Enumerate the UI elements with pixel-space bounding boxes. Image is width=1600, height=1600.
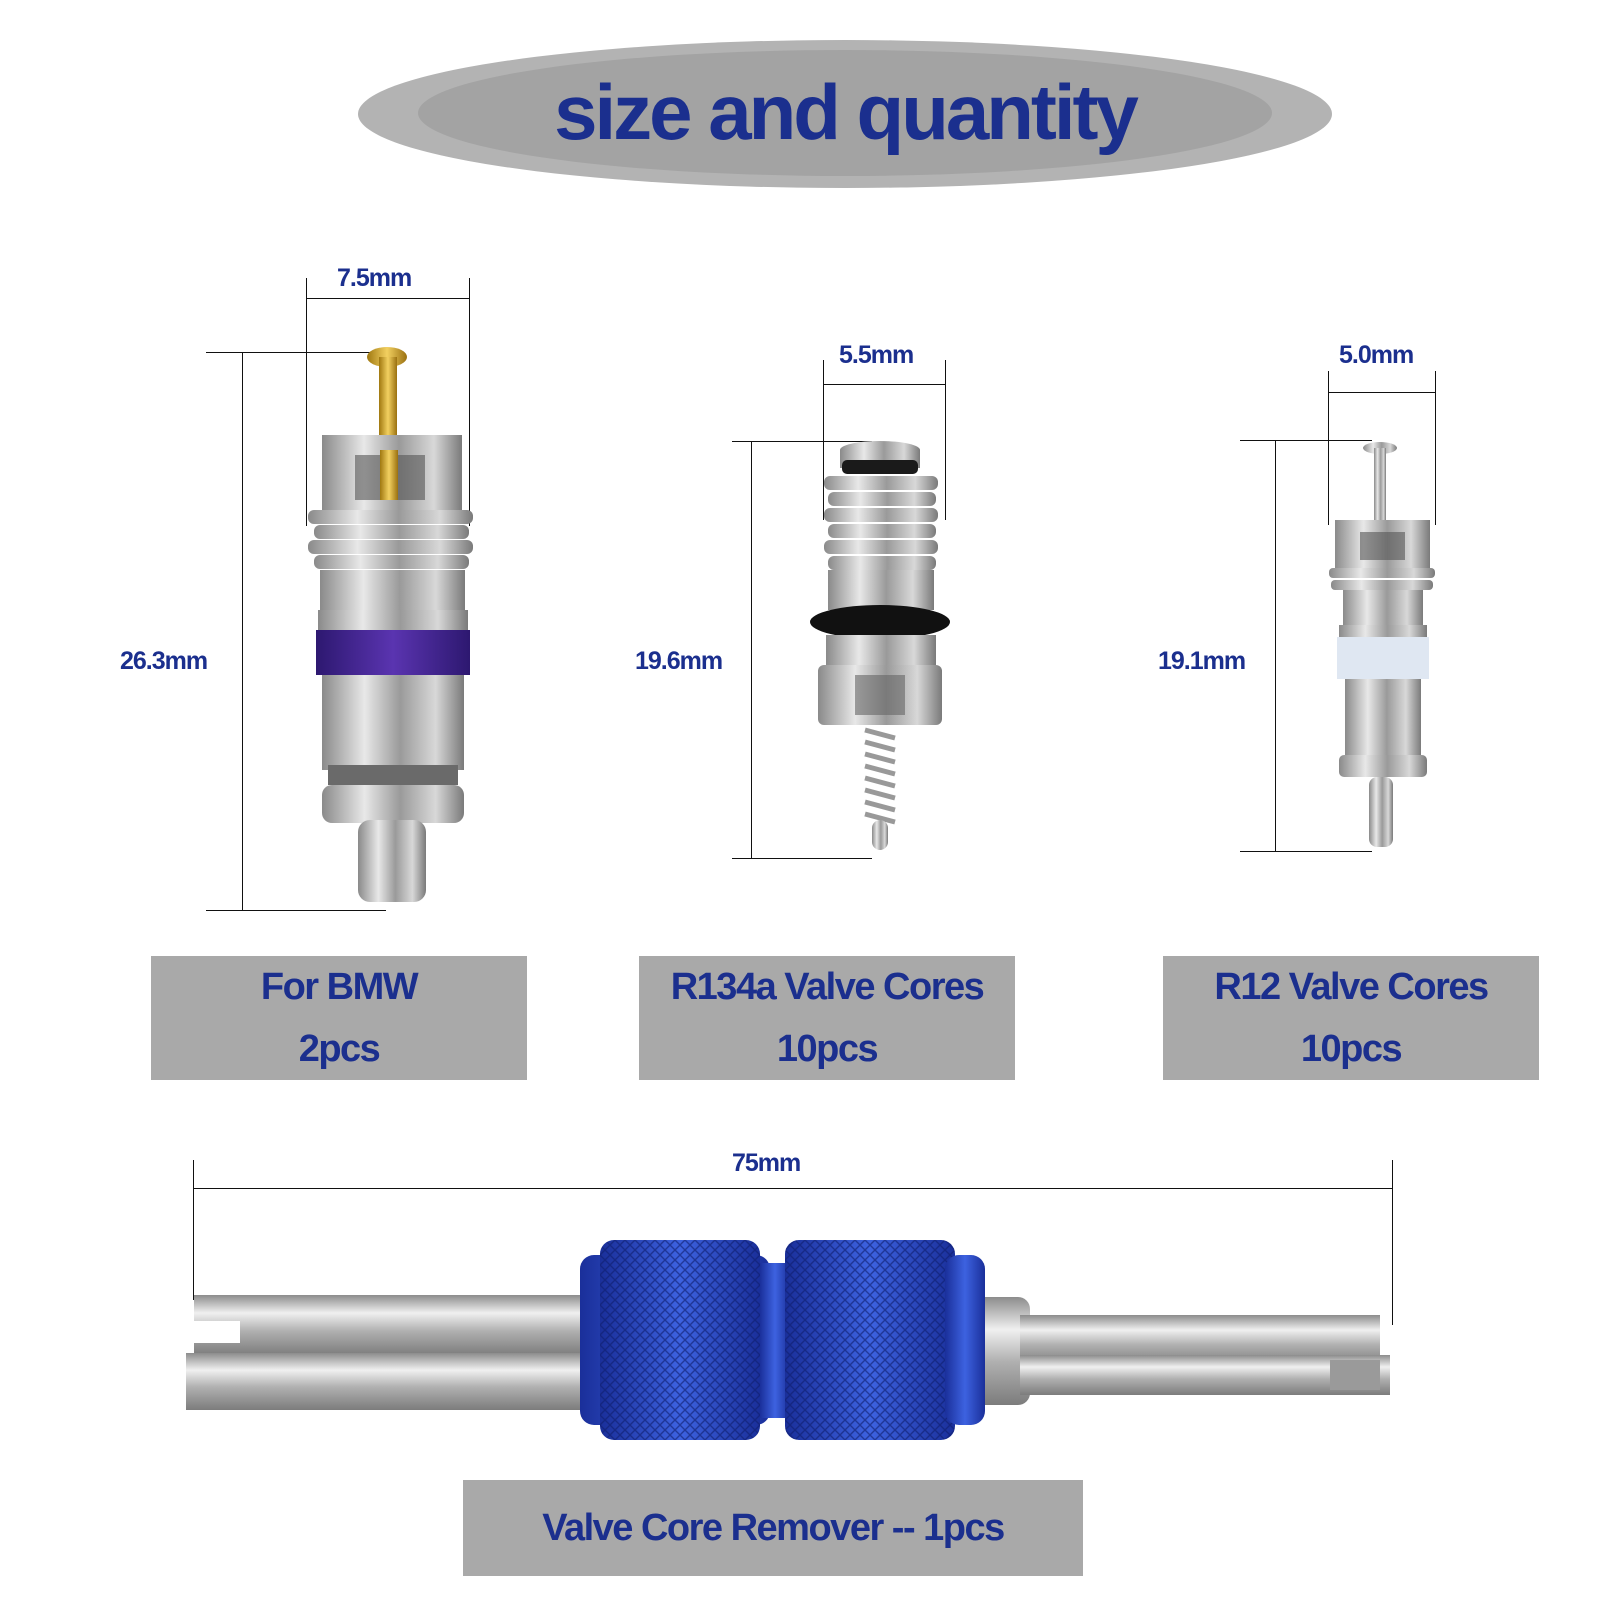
r134a-label-title: R134a Valve Cores [670, 966, 985, 1008]
r12-label-quantity: 10pcs [1300, 1028, 1403, 1070]
bmw-label-title: For BMW [260, 966, 419, 1008]
r12-width-guide-left [1328, 371, 1329, 525]
r12-label-title: R12 Valve Cores [1214, 966, 1489, 1008]
r134a-width-guide-right [945, 360, 946, 520]
r12-width-line [1328, 392, 1435, 393]
r134a-width-dimension: 5.5mm [839, 341, 914, 369]
bmw-width-dimension: 7.5mm [337, 264, 412, 292]
r134a-height-line [751, 441, 752, 858]
r12-valve-core-image [1329, 442, 1435, 847]
bmw-height-line [242, 352, 243, 910]
bmw-label-quantity: 2pcs [298, 1028, 381, 1070]
bmw-height-dimension: 26.3mm [120, 647, 208, 675]
bmw-width-guide-left [306, 278, 307, 526]
r134a-height-dimension: 19.6mm [635, 647, 723, 675]
tool-length-guide-left [193, 1160, 194, 1300]
bmw-label-box: For BMW 2pcs [151, 956, 527, 1080]
r134a-label-box: R134a Valve Cores 10pcs [639, 956, 1015, 1080]
page-title: size and quantity [554, 68, 1139, 156]
title-ellipse-inner [418, 50, 1272, 176]
r12-height-line [1275, 440, 1276, 851]
bmw-height-bottom-tick [206, 910, 386, 911]
tool-length-dimension: 75mm [732, 1149, 801, 1177]
r12-width-guide-right [1435, 371, 1436, 525]
r134a-label-quantity: 10pcs [776, 1028, 879, 1070]
r134a-valve-core-image [810, 441, 950, 850]
r12-label-box: R12 Valve Cores 10pcs [1163, 956, 1539, 1080]
r12-height-top-tick [1240, 440, 1372, 441]
bmw-width-line [306, 298, 470, 299]
r134a-height-bottom-tick [732, 858, 872, 859]
valve-core-remover-image [186, 1240, 1390, 1440]
tool-length-line [193, 1188, 1393, 1189]
r134a-width-line [824, 384, 946, 385]
r134a-height-top-tick [732, 441, 872, 442]
bmw-valve-core-image [308, 347, 473, 902]
bmw-height-top-tick [206, 352, 386, 353]
r12-width-dimension: 5.0mm [1339, 341, 1414, 369]
tool-label-box: Valve Core Remover -- 1pcs [463, 1480, 1083, 1576]
tool-length-guide-right [1392, 1160, 1393, 1325]
r134a-width-guide-left [823, 360, 824, 520]
r12-height-bottom-tick [1240, 851, 1372, 852]
tool-label: Valve Core Remover -- 1pcs [542, 1507, 1005, 1549]
bmw-width-guide-right [469, 278, 470, 526]
r12-height-dimension: 19.1mm [1158, 647, 1246, 675]
